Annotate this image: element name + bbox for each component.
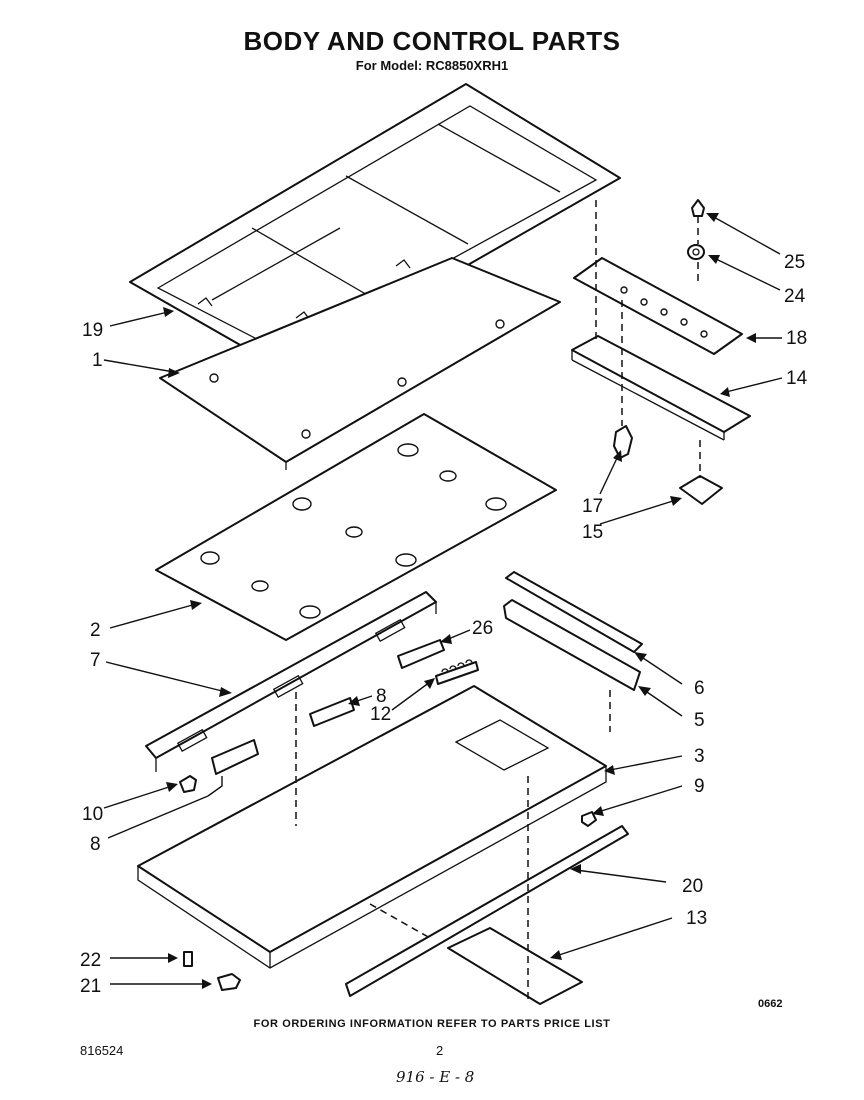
callout-1: 1 (92, 350, 103, 371)
callout-7: 7 (90, 650, 101, 671)
callout-20: 20 (682, 876, 703, 897)
part-5-rear-bracket[interactable] (503, 599, 641, 691)
callout-13: 13 (686, 908, 707, 929)
document-number: 816524 (80, 1043, 124, 1058)
part-15-ignitor-module[interactable] (679, 475, 723, 505)
callout-5: 5 (694, 710, 705, 731)
alignment-lines (295, 200, 701, 1000)
page-title: BODY AND CONTROL PARTS (243, 26, 621, 56)
part-1-plate[interactable] (159, 257, 561, 470)
handwritten-note: 916 - E - 8 (396, 1068, 475, 1086)
callout-19: 19 (82, 320, 103, 341)
part-6-strip[interactable] (505, 571, 643, 653)
callout-6: 6 (694, 678, 705, 699)
callout-12: 12 (370, 704, 391, 725)
callout-21: 21 (80, 976, 101, 997)
part-10-clip[interactable] (179, 775, 197, 793)
part-8-bracket-upper[interactable] (309, 697, 355, 727)
part-7-front-rail[interactable] (145, 591, 437, 772)
part-8-bracket-lower[interactable] (211, 739, 259, 775)
part-13-cover[interactable] (447, 927, 583, 1005)
callout-24: 24 (784, 286, 806, 307)
part-21-foot[interactable] (217, 973, 241, 991)
page-number: 2 (436, 1043, 444, 1058)
callout-3: 3 (694, 746, 705, 767)
ordering-footer: FOR ORDERING INFORMATION REFER TO PARTS … (253, 1018, 611, 1030)
callout-8-lower: 8 (90, 834, 101, 855)
part-25-knob[interactable] (691, 199, 705, 217)
part-24-washer[interactable] (687, 244, 705, 260)
part-17-valve[interactable] (613, 425, 633, 459)
part-26-bracket[interactable] (397, 639, 445, 669)
callout-26: 26 (472, 618, 493, 639)
model-subtitle: For Model: RC8850XRH1 (355, 58, 509, 73)
callout-15: 15 (582, 522, 603, 543)
part-2-cooktop[interactable] (155, 413, 557, 641)
callout-17: 17 (582, 496, 603, 517)
part-22-clip[interactable] (183, 951, 193, 967)
leader-lines (103, 213, 783, 989)
part-9-clip[interactable] (581, 811, 597, 827)
callout-25: 25 (784, 252, 805, 273)
part-12-terminal-block[interactable] (435, 659, 479, 685)
callout-10: 10 (82, 804, 103, 825)
part-14-control-housing[interactable] (571, 335, 751, 441)
diagram-code: 0662 (758, 998, 783, 1010)
part-3-base-pan[interactable] (137, 685, 607, 969)
callout-14: 14 (786, 368, 808, 389)
part-18-control-panel[interactable] (573, 257, 743, 355)
callout-18: 18 (786, 328, 807, 349)
callout-9: 9 (694, 776, 705, 797)
callout-22: 22 (80, 950, 101, 971)
callout-8-upper: 8 (376, 686, 387, 707)
callout-2: 2 (90, 620, 101, 641)
part-20-rail[interactable] (345, 825, 629, 997)
